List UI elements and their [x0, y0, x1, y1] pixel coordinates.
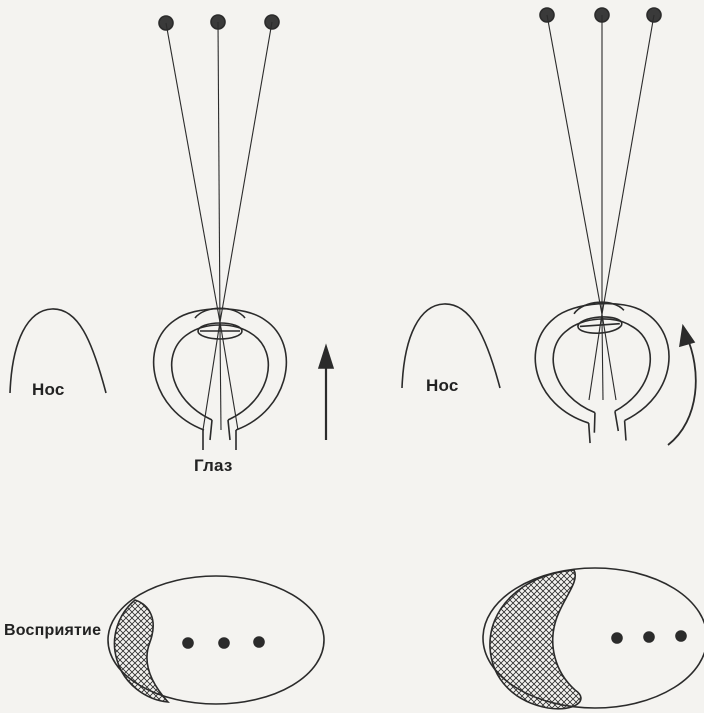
light-rays-left [166, 22, 272, 430]
light-rays-right [547, 15, 654, 400]
perception-field-right [483, 568, 704, 709]
rotation-arrow-icon [668, 326, 696, 445]
perception-field-left [108, 576, 324, 704]
perception-label: Восприятие [4, 622, 101, 640]
nose-left-label: Нос [32, 380, 65, 400]
eye-label: Глаз [194, 456, 233, 476]
nose-right-label: Нос [426, 376, 459, 396]
movement-arrow-icon [319, 346, 333, 440]
